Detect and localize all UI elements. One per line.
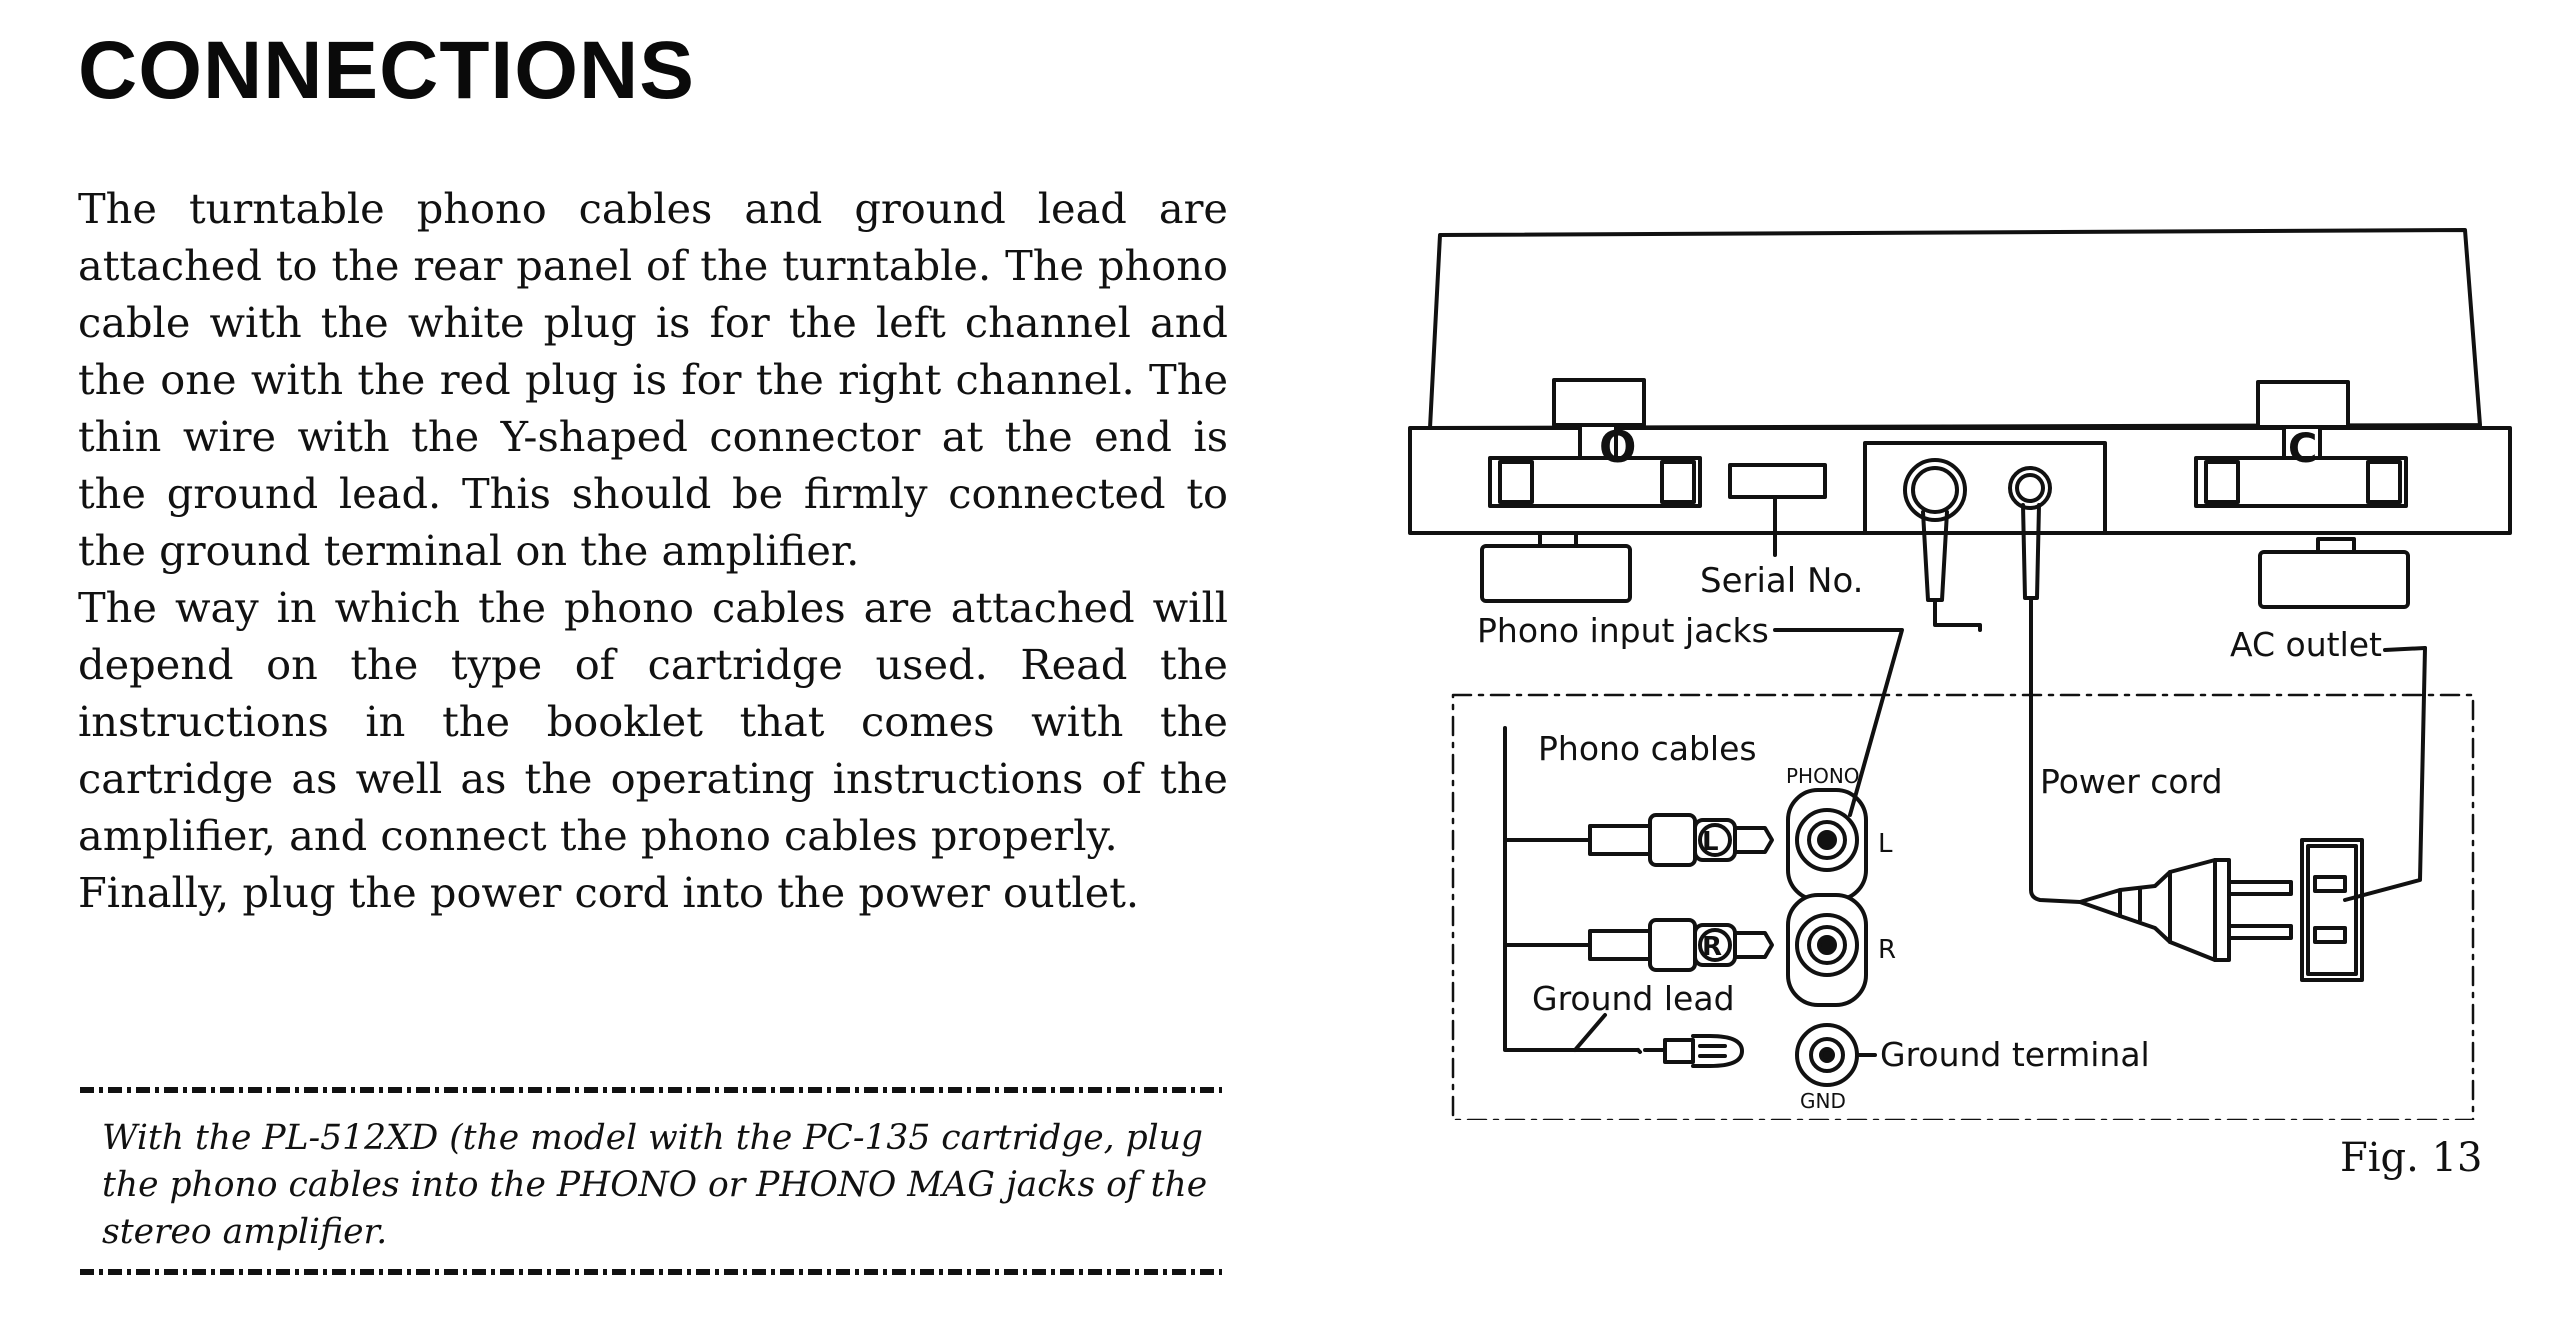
paragraph-power: Finally, plug the power cord into the po… <box>78 868 1140 917</box>
power-plug <box>2078 858 2293 962</box>
phono-plug-left <box>1558 813 1774 867</box>
ground-terminal <box>1795 1023 1877 1087</box>
hinge-left-mark: O <box>1599 422 1636 473</box>
plug-left-mark: L <box>1702 827 1719 857</box>
amplifier-panel-outline <box>1451 693 2475 1120</box>
ac-outlet <box>2300 646 2427 982</box>
plug-right-mark: R <box>1702 932 1722 962</box>
ground-lead-connector <box>1573 1013 1744 1068</box>
phono-plug-right <box>1558 918 1774 972</box>
ground-lead-label: Ground lead <box>1532 979 1735 1018</box>
phono-jack-right <box>1786 893 1868 1007</box>
paragraph-cartridge: The way in which the phono cables are at… <box>78 583 1228 860</box>
phono-cables-label: Phono cables <box>1538 729 1757 768</box>
note-bottom-rule <box>80 1269 1222 1275</box>
connection-diagram: O C Serial No. Phono input jacks AC outl… <box>1408 228 2512 1120</box>
phono-input-jacks-label: Phono input jacks <box>1477 611 1769 650</box>
foot-right <box>2258 550 2410 609</box>
serial-number-plate <box>1728 463 1827 499</box>
left-channel-label: L <box>1878 829 1893 859</box>
right-channel-label: R <box>1878 935 1896 965</box>
body-text: The turntable phono cables and ground le… <box>78 180 1228 921</box>
model-note: With the PL-512XD (the model with the PC… <box>102 1118 1208 1252</box>
note-top-rule <box>80 1087 1222 1093</box>
serial-no-label: Serial No. <box>1700 561 1863 601</box>
power-cord-label: Power cord <box>2040 762 2223 801</box>
dust-cover <box>1428 228 2482 430</box>
hinge-left <box>1488 378 1702 508</box>
hinge-right <box>2194 380 2408 508</box>
ac-outlet-label: AC outlet <box>2230 625 2382 664</box>
page-title: CONNECTIONS <box>78 25 695 116</box>
phono-jack-label: PHONO <box>1786 764 1860 788</box>
gnd-label: GND <box>1800 1089 1846 1113</box>
figure-caption: Fig. 13 <box>2340 1135 2483 1181</box>
paragraph-cables: The turntable phono cables and ground le… <box>78 184 1228 575</box>
hinge-right-mark: C <box>2288 426 2317 472</box>
ground-terminal-label: Ground terminal <box>1880 1035 2150 1074</box>
foot-left <box>1480 544 1632 603</box>
phono-jack-left <box>1786 788 1868 902</box>
jack-panel <box>1863 441 2107 535</box>
